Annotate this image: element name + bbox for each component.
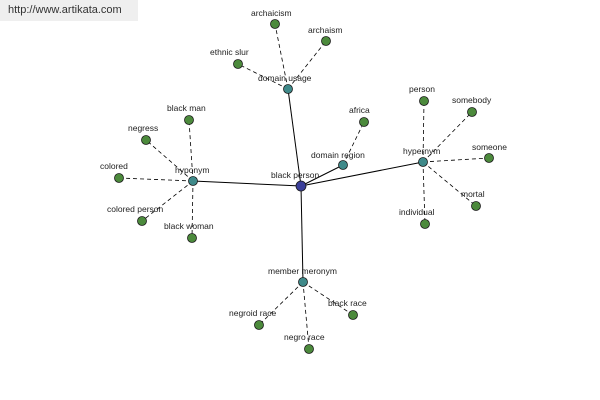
watermark: http://www.artikata.com: [0, 0, 138, 21]
edge-member-meronym-negro-race: [302, 281, 310, 350]
edge-black-person-member-meronym: [300, 185, 304, 283]
edge-black-person-hypernym: [300, 161, 424, 187]
node-someone[interactable]: [484, 153, 494, 163]
node-black-man[interactable]: [184, 115, 194, 125]
label-negro-race[interactable]: negro race: [284, 332, 325, 342]
node-black-woman[interactable]: [187, 233, 197, 243]
node-archaicism[interactable]: [270, 19, 280, 29]
edge-hyponym-black-woman: [191, 180, 194, 239]
label-africa[interactable]: africa: [349, 105, 370, 115]
node-colored-person[interactable]: [137, 216, 147, 226]
node-hypernym[interactable]: [418, 157, 428, 167]
label-colored[interactable]: colored: [100, 161, 128, 171]
edge-domain-usage-ethnic-slur: [237, 63, 289, 90]
graph-edges: [118, 23, 490, 350]
graph-nodes: [114, 19, 494, 354]
label-ethnic-slur[interactable]: ethnic slur: [210, 47, 249, 57]
label-person[interactable]: person: [409, 84, 435, 94]
node-colored[interactable]: [114, 173, 124, 183]
node-black-person[interactable]: [295, 180, 307, 192]
node-person[interactable]: [419, 96, 429, 106]
node-negress[interactable]: [141, 135, 151, 145]
node-africa[interactable]: [359, 117, 369, 127]
edge-member-meronym-negroid-race: [258, 281, 304, 326]
edge-member-meronym-black-race: [302, 281, 354, 316]
node-hyponym[interactable]: [188, 176, 198, 186]
edge-domain-usage-archaism: [287, 40, 327, 90]
node-member-meronym[interactable]: [298, 277, 308, 287]
edge-hyponym-colored: [118, 177, 194, 182]
node-black-race[interactable]: [348, 310, 358, 320]
edge-black-person-domain-region: [300, 164, 344, 187]
edge-hyponym-black-man: [188, 119, 194, 182]
node-somebody[interactable]: [467, 107, 477, 117]
label-colored-person[interactable]: colored person: [107, 204, 164, 214]
node-negroid-race[interactable]: [254, 320, 264, 330]
label-black-race[interactable]: black race: [328, 298, 367, 308]
label-domain-region[interactable]: domain region: [311, 150, 365, 160]
label-negress[interactable]: negress: [128, 123, 158, 133]
label-mortal[interactable]: mortal: [461, 189, 485, 199]
node-negro-race[interactable]: [304, 344, 314, 354]
node-individual[interactable]: [420, 219, 430, 229]
label-black-woman[interactable]: black woman: [164, 221, 214, 231]
node-domain-region[interactable]: [338, 160, 348, 170]
label-domain-usage[interactable]: domain usage: [258, 73, 312, 83]
edge-hyponym-colored-person: [141, 180, 194, 222]
edge-hypernym-mortal: [422, 161, 477, 207]
graph-labels: archaicism archaism ethnic slur africa perso…: [100, 8, 507, 342]
edge-black-person-hyponym: [192, 180, 302, 187]
edge-hyponym-negress: [145, 139, 194, 182]
node-ethnic-slur[interactable]: [233, 59, 243, 69]
label-archaism[interactable]: archaism: [308, 25, 342, 35]
node-mortal[interactable]: [471, 201, 481, 211]
edge-hypernym-someone: [422, 157, 490, 163]
edge-black-person-domain-usage: [287, 88, 302, 187]
label-black-man[interactable]: black man: [167, 103, 206, 113]
label-hypernym[interactable]: hypernym: [403, 146, 440, 156]
edge-hypernym-person: [422, 100, 425, 163]
edge-domain-region-africa: [342, 121, 365, 166]
label-archaicism[interactable]: archaicism: [251, 8, 292, 18]
watermark-url[interactable]: http://www.artikata.com: [8, 4, 122, 16]
label-negroid-race[interactable]: negroid race: [229, 308, 277, 318]
label-member-meronym[interactable]: member meronym: [268, 266, 337, 276]
label-individual[interactable]: individual: [399, 207, 435, 217]
label-someone[interactable]: someone: [472, 142, 507, 152]
edge-hypernym-individual: [422, 161, 426, 225]
edge-hypernym-somebody: [422, 111, 473, 163]
label-black-person[interactable]: black person: [271, 170, 319, 180]
label-hyponym[interactable]: hyponym: [175, 165, 210, 175]
node-archaism[interactable]: [321, 36, 331, 46]
label-somebody[interactable]: somebody: [452, 95, 492, 105]
node-domain-usage[interactable]: [283, 84, 293, 94]
